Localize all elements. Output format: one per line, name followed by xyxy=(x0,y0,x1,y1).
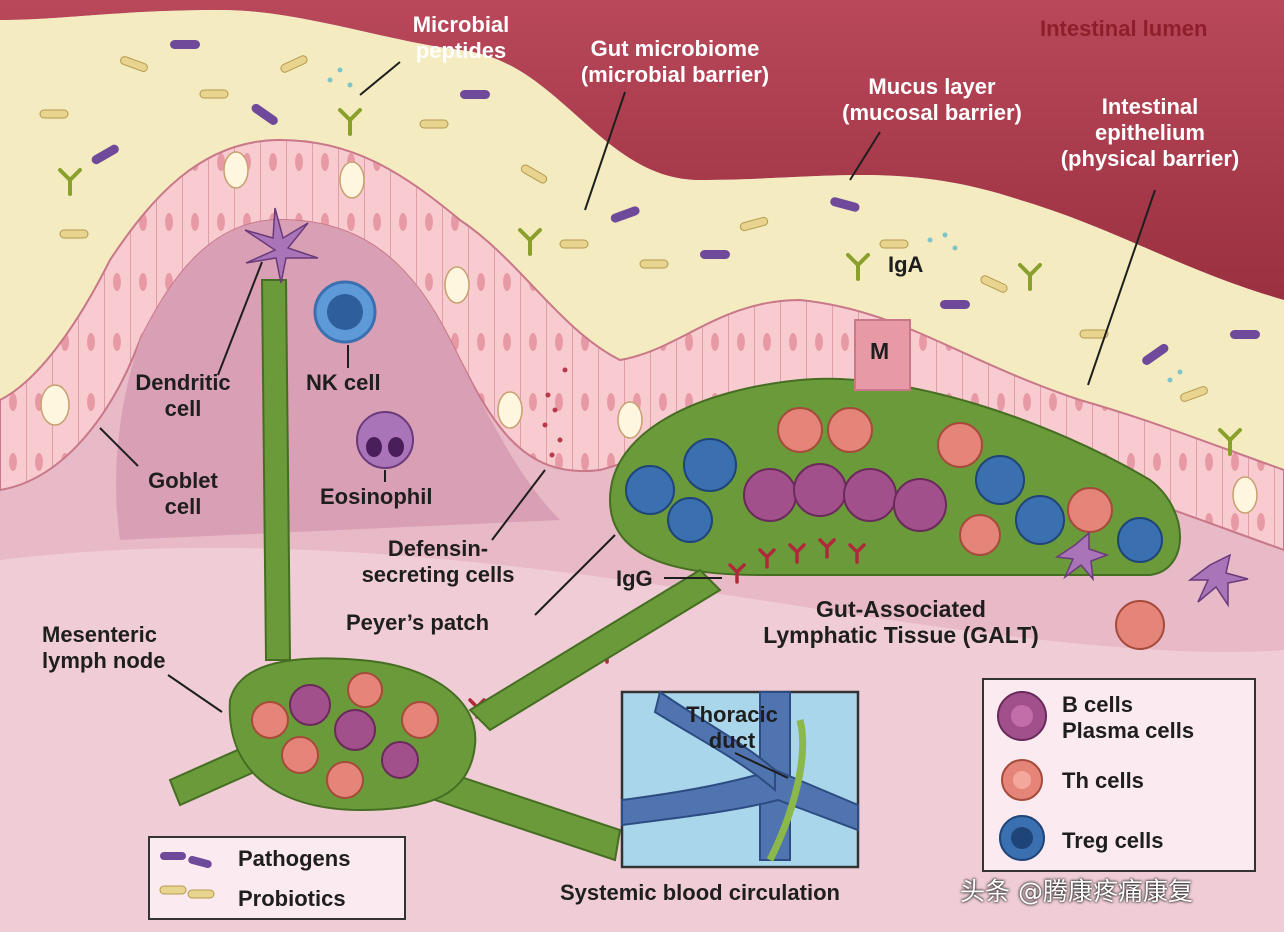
label-eosinophil: Eosinophil xyxy=(320,484,433,509)
lymph-node-cells xyxy=(251,672,439,799)
label-thoracic-line1: Thoracic xyxy=(686,702,778,727)
goblet-cells xyxy=(40,151,1258,514)
label-intestinal-lumen: Intestinal lumen xyxy=(1040,16,1208,41)
probiotic-swatch-icon xyxy=(159,885,215,899)
legend-probiotics-label: Probiotics xyxy=(238,886,346,911)
legend-th-cells-label: Th cells xyxy=(1062,768,1144,793)
label-dendritic-line2: cell xyxy=(164,396,202,421)
microbial-peptides xyxy=(327,67,1183,383)
label-galt: Gut-Associated Lymphatic Tissue (GALT) xyxy=(706,596,1096,648)
label-microbial-peptides: Microbial peptides xyxy=(396,12,526,64)
iga-antibodies xyxy=(58,108,1242,456)
label-gut-microbiome-line2: (microbial barrier) xyxy=(580,62,770,87)
label-dendritic-line1: Dendritic xyxy=(135,370,231,395)
intestinal-lumen xyxy=(0,0,1284,300)
dendritic-cell xyxy=(244,207,319,284)
label-intestinal-epithelium: Intestinal epithelium (physical barrier) xyxy=(1030,94,1270,172)
label-goblet-line1: Goblet xyxy=(148,468,218,493)
label-microbial-peptides-line2: peptides xyxy=(415,38,507,63)
igg-antibodies xyxy=(468,538,866,719)
label-nk-cell: NK cell xyxy=(306,370,381,395)
m-cell xyxy=(854,319,911,391)
label-gut-microbiome: Gut microbiome (microbial barrier) xyxy=(550,36,800,88)
watermark: 头条 @腾康疼痛康复 xyxy=(960,877,1193,906)
mucus-layer xyxy=(0,10,1284,470)
free-cells xyxy=(1054,531,1249,650)
legend-cell-types: B cells Plasma cells Th cells Treg cells xyxy=(982,678,1256,872)
villus-core xyxy=(116,220,560,540)
label-thoracic-duct: Thoracic duct xyxy=(682,702,782,754)
lymphatic-vessels xyxy=(168,279,722,862)
legend-cell-swatches xyxy=(997,691,1047,861)
galt-cells xyxy=(625,407,1163,563)
nk-cell xyxy=(313,280,377,344)
label-defensin-line2: secreting cells xyxy=(361,562,515,587)
label-dendritic-cell: Dendritic cell xyxy=(128,370,238,422)
label-epithelium-line3: (physical barrier) xyxy=(1060,146,1240,171)
legend-microbe-swatches xyxy=(159,852,215,899)
label-igg: IgG xyxy=(616,566,653,591)
legend-b-cells-line1: B cells xyxy=(1062,692,1133,717)
defensin-granules xyxy=(542,367,568,458)
legend-microbes: Pathogens Probiotics xyxy=(148,836,406,920)
label-thoracic-line2: duct xyxy=(708,728,756,753)
label-epithelium-line1: Intestinal xyxy=(1101,94,1199,119)
probiotic-bacteria xyxy=(39,55,1208,402)
label-systemic-blood-circulation: Systemic blood circulation xyxy=(560,880,840,905)
th-cell-swatch-icon xyxy=(1001,759,1043,801)
label-gut-microbiome-line1: Gut microbiome xyxy=(590,36,760,61)
label-galt-line2: Lymphatic Tissue (GALT) xyxy=(763,622,1039,648)
label-mesenteric-lymph-node: Mesenteric lymph node xyxy=(42,622,165,674)
label-galt-line1: Gut-Associated xyxy=(816,596,986,622)
label-m-cell: M xyxy=(870,338,890,364)
label-epithelium-line2: epithelium xyxy=(1094,120,1205,145)
label-goblet-line2: cell xyxy=(164,494,202,519)
leader-lines xyxy=(99,61,1156,779)
label-mucus-layer: Mucus layer (mucosal barrier) xyxy=(812,74,1052,126)
label-iga: IgA xyxy=(888,252,924,277)
eosinophil xyxy=(356,411,414,469)
thoracic-duct-inset xyxy=(620,690,860,869)
b-cell-swatch-icon xyxy=(997,691,1047,741)
label-mucus-layer-line1: Mucus layer xyxy=(868,74,996,99)
label-mucus-layer-line2: (mucosal barrier) xyxy=(842,100,1022,125)
legend-b-cells-label: B cells Plasma cells xyxy=(1062,692,1194,744)
legend-b-cells-line2: Plasma cells xyxy=(1062,718,1195,743)
label-defensin-cells: Defensin- secreting cells xyxy=(348,536,528,588)
label-mesenteric-line1: Mesenteric xyxy=(42,622,157,647)
label-microbial-peptides-line1: Microbial xyxy=(412,12,510,37)
label-peyers-patch: Peyer’s patch xyxy=(346,610,490,635)
label-mesenteric-line2: lymph node xyxy=(42,648,166,673)
pathogen-bacteria xyxy=(91,40,1260,365)
label-defensin-line1: Defensin- xyxy=(387,536,489,561)
label-goblet-cell: Goblet cell xyxy=(128,468,238,520)
treg-cell-swatch-icon xyxy=(999,815,1045,861)
legend-treg-cells-label: Treg cells xyxy=(1062,828,1164,853)
legend-pathogens-label: Pathogens xyxy=(238,846,351,871)
pathogen-swatch-icon xyxy=(160,852,212,869)
